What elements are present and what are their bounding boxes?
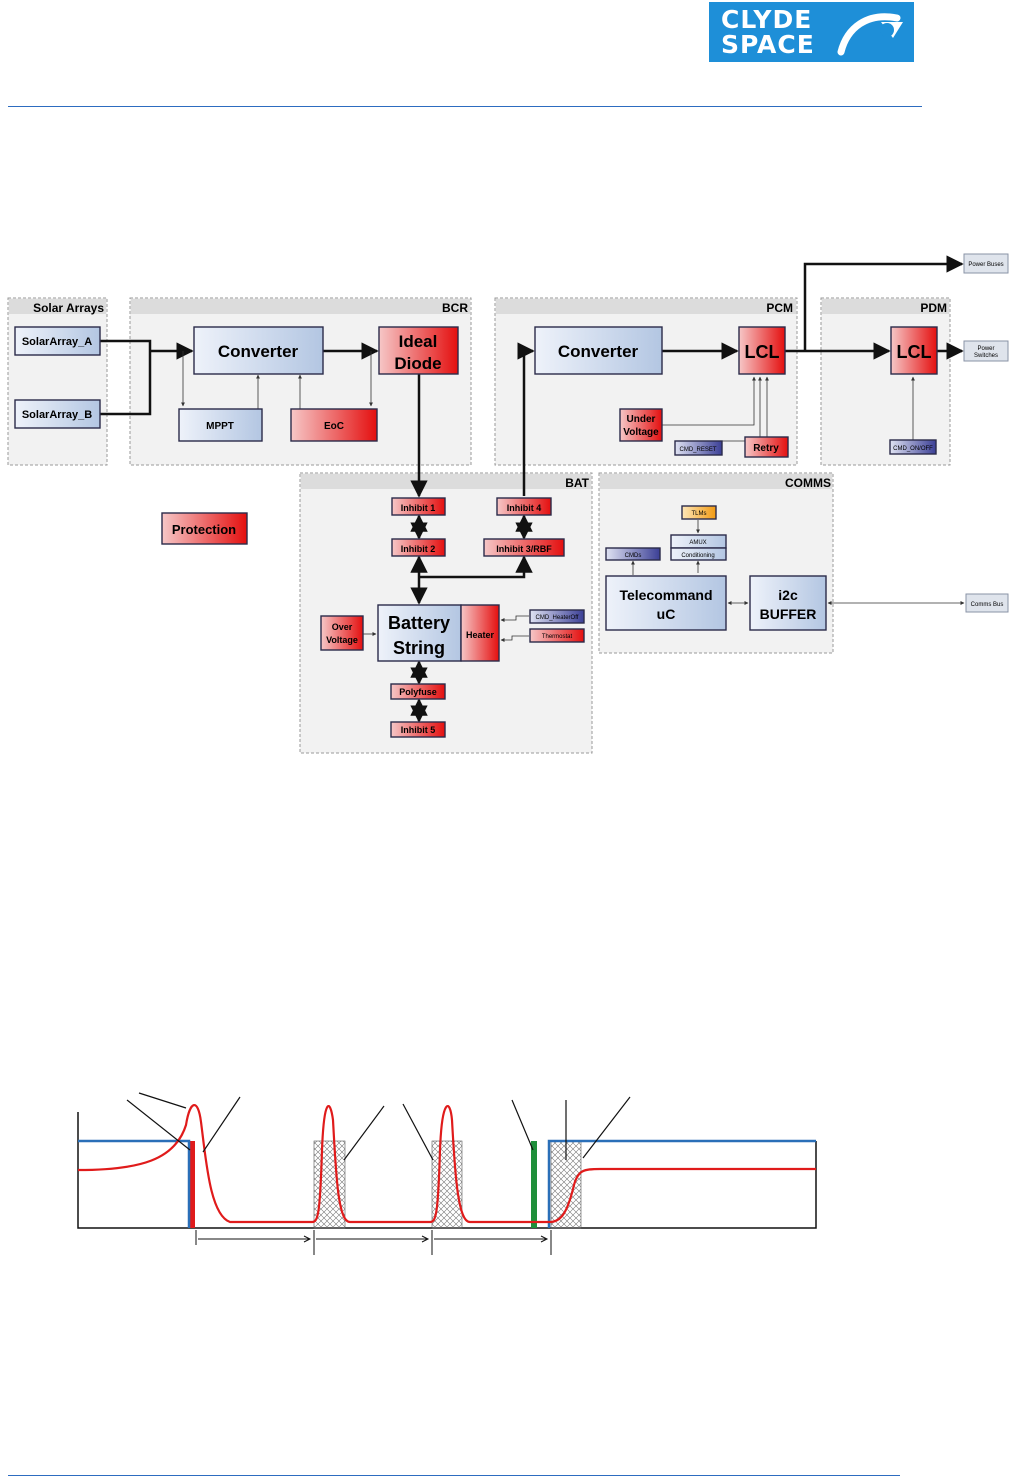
svg-text:AMUX: AMUX <box>689 540 706 546</box>
enable-signal-start <box>78 1139 191 1228</box>
enable-signal-end <box>547 1139 816 1228</box>
group-solar-arrays: Solar Arrays <box>7 297 108 466</box>
block-inhibit-3-rbf: Inhibit 3/RBF <box>483 538 565 557</box>
satellite-swoosh-icon <box>837 13 903 56</box>
svg-text:uC: uC <box>657 606 676 622</box>
block-retry: Retry <box>744 436 789 458</box>
svg-text:Polyfuse: Polyfuse <box>399 687 437 697</box>
block-converter-bcr: Converter <box>193 326 324 375</box>
block-heater: Heater <box>460 604 500 662</box>
block-comms-bus: Comms Bus <box>965 593 1009 613</box>
svg-text:Inhibit 3/RBF: Inhibit 3/RBF <box>496 544 552 554</box>
svg-text:Heater: Heater <box>466 630 495 640</box>
svg-text:Ideal: Ideal <box>399 332 438 351</box>
svg-text:CMDs: CMDs <box>625 553 642 559</box>
logo-line-2: SPACE <box>721 30 815 59</box>
svg-text:MPPT: MPPT <box>206 421 234 432</box>
block-power-buses: Power Buses <box>963 253 1009 274</box>
legend-protection: Protection <box>161 512 248 545</box>
block-cmd-reset: CMD_RESET <box>674 440 723 456</box>
block-tlms: TLMs <box>681 505 717 520</box>
block-cmd-heater-off: CMD_HeaterOff <box>529 609 585 624</box>
eps-block-diagram: Solar Arrays BCR PCM PDM BAT COMMS <box>7 253 1009 754</box>
retry-window-1 <box>313 1140 346 1229</box>
block-under-voltage: Under Voltage <box>619 408 663 442</box>
reset-pulse <box>531 1141 537 1228</box>
block-cmds: CMDs <box>605 547 661 561</box>
svg-text:Conditioning: Conditioning <box>681 553 714 559</box>
footer-rule <box>8 1475 900 1476</box>
group-comms-label: COMMS <box>785 476 831 490</box>
svg-text:Inhibit 2: Inhibit 2 <box>401 544 436 554</box>
group-pdm: PDM <box>820 297 951 466</box>
svg-text:CMD_RESET: CMD_RESET <box>679 447 716 453</box>
svg-text:TLMs: TLMs <box>692 511 707 517</box>
svg-text:Voltage: Voltage <box>326 635 358 645</box>
svg-text:Protection: Protection <box>172 522 236 537</box>
block-battery-string: Battery String <box>377 604 462 662</box>
svg-text:Inhibit 5: Inhibit 5 <box>401 725 436 735</box>
trip-pulse <box>189 1141 195 1228</box>
svg-text:Inhibit 4: Inhibit 4 <box>507 503 542 513</box>
svg-text:Voltage: Voltage <box>623 427 659 438</box>
block-power-switches: Power Switches <box>963 340 1009 362</box>
logo-line-1: CLYDE <box>721 5 813 34</box>
group-solar-label: Solar Arrays <box>33 301 104 315</box>
block-thermostat: Thermostat <box>529 628 585 643</box>
svg-text:BUFFER: BUFFER <box>760 606 817 622</box>
svg-text:Inhibit 1: Inhibit 1 <box>401 503 436 513</box>
svg-text:EoC: EoC <box>324 421 344 432</box>
group-pdm-label: PDM <box>920 301 947 315</box>
group-bcr-label: BCR <box>442 301 468 315</box>
current-curve <box>77 1104 816 1224</box>
block-over-voltage: Over Voltage <box>320 615 364 651</box>
block-inhibit-2: Inhibit 2 <box>391 538 446 557</box>
svg-text:CMD_HeaterOff: CMD_HeaterOff <box>536 615 579 621</box>
svg-text:Thermostat: Thermostat <box>542 634 573 640</box>
block-i2c-buffer: i2c BUFFER <box>749 575 827 631</box>
block-inhibit-5: Inhibit 5 <box>390 721 446 738</box>
svg-text:Telecommand: Telecommand <box>619 587 712 603</box>
svg-text:Power: Power <box>977 346 994 352</box>
header-rule <box>8 106 922 107</box>
svg-text:Converter: Converter <box>218 342 299 361</box>
group-pcm-label: PCM <box>766 301 793 315</box>
block-lcl-pdm: LCL <box>890 326 938 375</box>
svg-text:Comms Bus: Comms Bus <box>971 602 1004 608</box>
group-bat-label: BAT <box>565 476 589 490</box>
svg-text:Diode: Diode <box>394 354 441 373</box>
clyde-space-logo: CLYDE SPACE <box>709 2 914 62</box>
svg-text:Converter: Converter <box>558 342 639 361</box>
svg-text:SolarArray_A: SolarArray_A <box>22 336 92 348</box>
block-lcl-pcm: LCL <box>738 326 786 375</box>
svg-text:Under: Under <box>627 414 656 425</box>
block-amux-conditioning: AMUX Conditioning <box>670 534 727 561</box>
svg-text:Over: Over <box>332 622 353 632</box>
block-inhibit-1: Inhibit 1 <box>391 497 446 516</box>
svg-text:Power Buses: Power Buses <box>968 262 1003 268</box>
power-paths <box>100 255 964 723</box>
svg-text:LCL: LCL <box>745 342 780 362</box>
svg-text:SolarArray_B: SolarArray_B <box>22 409 92 421</box>
block-mppt: MPPT <box>178 408 263 442</box>
block-eoc: EoC <box>290 408 378 442</box>
block-solar-array-a: SolarArray_A <box>14 326 101 356</box>
svg-text:Retry: Retry <box>753 443 779 454</box>
block-inhibit-4: Inhibit 4 <box>496 497 552 516</box>
block-ideal-diode: Ideal Diode <box>378 326 459 375</box>
block-converter-pcm: Converter <box>534 326 663 375</box>
svg-text:i2c: i2c <box>778 587 798 603</box>
svg-text:Battery: Battery <box>388 613 450 633</box>
block-solar-array-b: SolarArray_B <box>14 399 101 429</box>
retry-period-markers <box>195 1230 552 1255</box>
block-polyfuse: Polyfuse <box>390 683 446 700</box>
svg-text:LCL: LCL <box>897 342 932 362</box>
block-cmd-onoff: CMD_ON/OFF <box>889 439 937 455</box>
svg-text:Switches: Switches <box>974 353 998 359</box>
lcl-retry-timing-diagram <box>77 1092 817 1255</box>
svg-text:CMD_ON/OFF: CMD_ON/OFF <box>893 446 933 452</box>
block-telecommand-uc: Telecommand uC <box>605 575 727 631</box>
annotation-leaders <box>126 1092 631 1161</box>
svg-text:String: String <box>393 638 445 658</box>
